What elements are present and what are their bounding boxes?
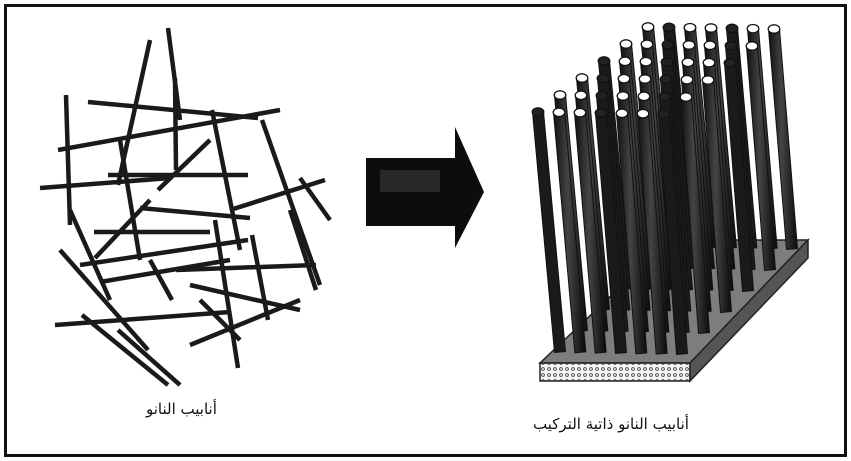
nanotube-cap bbox=[703, 58, 715, 66]
nanotube-cap bbox=[619, 57, 631, 65]
nanotube-cap bbox=[532, 108, 544, 116]
nanotube-cap bbox=[658, 110, 670, 118]
nanotube-cap bbox=[574, 108, 586, 116]
nanotube-cap bbox=[638, 92, 650, 100]
nanotube-cap bbox=[620, 40, 632, 48]
nanotube-cap bbox=[660, 75, 672, 83]
nanotube-cap bbox=[595, 109, 607, 117]
random-nanotube bbox=[58, 110, 280, 150]
nanotube-cap bbox=[640, 57, 652, 65]
nanotube-cap bbox=[617, 92, 629, 100]
nanotube-cap bbox=[597, 74, 609, 82]
random-nanotube bbox=[262, 120, 320, 285]
nanotube-cap bbox=[704, 41, 716, 49]
nanotube-cap bbox=[596, 91, 608, 99]
nanotube-cap bbox=[681, 75, 693, 83]
nanotube-cap bbox=[768, 25, 780, 33]
random-nanotube bbox=[95, 200, 150, 258]
random-nanotube bbox=[150, 260, 172, 300]
nanotube-cap bbox=[641, 40, 653, 48]
nanotube-cap bbox=[662, 40, 674, 48]
arrow-highlight bbox=[380, 170, 440, 192]
nanotube-cap bbox=[725, 41, 737, 49]
random-nanotube bbox=[252, 235, 268, 320]
random-nanotube bbox=[55, 312, 230, 325]
nanotube-cap bbox=[554, 91, 566, 99]
nanotube-cap bbox=[553, 108, 565, 116]
nanotube-cap bbox=[683, 41, 695, 49]
nanotube-cap bbox=[637, 109, 649, 117]
random-nanotubes-caption: أنابيب النانو bbox=[146, 400, 217, 418]
nanotube-cap bbox=[705, 24, 717, 32]
nanotube-cap bbox=[616, 109, 628, 117]
nanotube-cap bbox=[724, 59, 736, 67]
nanotube-cap bbox=[746, 42, 758, 50]
nanotube-cap bbox=[682, 58, 694, 66]
nanotube-cap bbox=[598, 57, 610, 65]
nanotube-cap bbox=[680, 93, 692, 101]
nanotube-cap bbox=[642, 23, 654, 31]
nanotube-cap bbox=[663, 23, 675, 31]
random-nanotube bbox=[290, 210, 316, 290]
nanotube-cap bbox=[575, 91, 587, 99]
random-nanotube bbox=[118, 330, 180, 385]
random-nanotube bbox=[40, 178, 170, 188]
random-nanotube bbox=[158, 140, 210, 190]
nanotube-cap bbox=[576, 74, 588, 82]
nanotube-cap bbox=[684, 23, 696, 31]
nanotube-cap bbox=[639, 75, 651, 83]
nanotube-cap bbox=[747, 24, 759, 32]
nanotube-cap bbox=[661, 58, 673, 66]
random-nanotube bbox=[88, 102, 258, 118]
random-nanotube bbox=[66, 95, 70, 225]
random-nanotube-network bbox=[40, 28, 330, 385]
nanotube-cap bbox=[726, 24, 738, 32]
nanotube-cap bbox=[659, 92, 671, 100]
nanotube-cap bbox=[702, 76, 714, 84]
nanotube-cap bbox=[618, 74, 630, 82]
random-nanotube bbox=[120, 140, 140, 260]
random-nanotube bbox=[175, 78, 176, 170]
aligned-nanotubes-caption: أنابيب النانو ذاتية التركيب bbox=[533, 415, 689, 433]
